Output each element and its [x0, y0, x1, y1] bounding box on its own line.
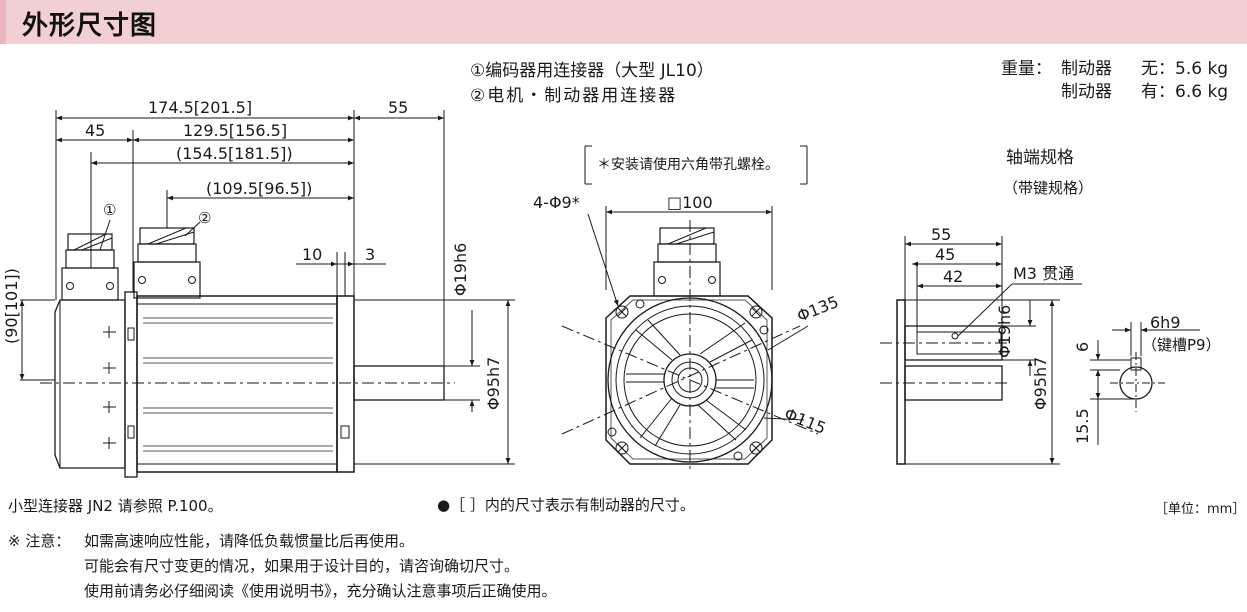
caution-label: ※ 注意： [8, 532, 71, 550]
dim-shaft-length: 55 [388, 98, 409, 117]
weight-label: 重量： [1001, 59, 1052, 79]
shaft-end-subtitle: （带键规格） [1003, 179, 1094, 197]
caution-line-1: 如需高速响应性能，请降低负载惯量比后再使用。 [84, 532, 415, 550]
shaft-end-pilot: Φ95h7 [1031, 356, 1050, 410]
dim-flange-10: 10 [302, 245, 323, 264]
dim-height: (90[101]) [2, 268, 21, 344]
weight-brake-item-1: 制动器 [1061, 59, 1112, 79]
page-title: 外形尺寸图 [22, 11, 158, 41]
connector-note-1: ①编码器用连接器（大型 JL10） [470, 61, 714, 81]
connector-1-marker: ① [103, 201, 117, 219]
flange-square: □100 [667, 193, 713, 212]
bracket-dimension-note: ●［ ］内的尺寸表示有制动器的尺寸。 [437, 496, 695, 514]
title-bar: 外形尺寸图 [0, 0, 1247, 44]
weight-brake-item-2: 制动器 [1061, 82, 1112, 102]
shaft-end-dia: Φ19h6 [995, 304, 1014, 358]
shaft-end-title: 轴端规格 [1006, 148, 1074, 168]
dim-pilot-diameter: Φ95h7 [484, 356, 503, 410]
key-depth-6: 6 [1073, 341, 1092, 352]
shaft-end-drawing [880, 236, 1200, 465]
bolt-holes: 4-Φ9* [533, 193, 580, 212]
title-accent [0, 0, 6, 44]
dim-connector2-pos: (109.5[96.5]) [206, 179, 313, 198]
dim-body-length: 129.5[156.5] [183, 121, 288, 140]
dim-flange-3: 3 [365, 245, 376, 264]
dim-connector1-pos: (154.5[181.5]) [176, 144, 293, 163]
shaft-dim-55: 55 [931, 225, 952, 244]
unit-label: ［单位：mm］ [1155, 502, 1246, 517]
small-connector-note: 小型连接器 JN2 请参照 P.100。 [8, 497, 223, 515]
front-view-drawing [561, 145, 819, 470]
bolt-note: ＊安装请使用六角带孔螺栓。 [597, 157, 779, 173]
key-height-155: 15.5 [1073, 408, 1092, 444]
weight-value-with-brake: 有：6.6 kg [1141, 82, 1229, 102]
dim-shaft-diameter: Φ19h6 [451, 242, 470, 296]
key-width: 6h9 [1150, 313, 1181, 332]
connector-2-marker: ② [198, 209, 212, 227]
caution-line-3: 使用前请务必仔细阅读《使用说明书》，充分确认注意事项后正确使用。 [84, 582, 557, 600]
weight-value-no-brake: 无：5.6 kg [1141, 59, 1229, 79]
keyway-spec: （键槽P9） [1142, 336, 1221, 354]
shaft-dim-42: 42 [943, 267, 964, 286]
shaft-dim-45: 45 [935, 245, 956, 264]
connector-note-2: ②电机・制动器用连接器 [470, 86, 678, 106]
dim-total-length: 174.5[201.5] [148, 98, 253, 117]
dim-rear-45: 45 [85, 121, 106, 140]
caution-line-2: 可能会有尺寸变更的情况，如果用于设计目的，请咨询确切尺寸。 [84, 557, 520, 575]
side-view-drawing [19, 110, 515, 478]
tapped-hole: M3 贯通 [1013, 264, 1075, 283]
